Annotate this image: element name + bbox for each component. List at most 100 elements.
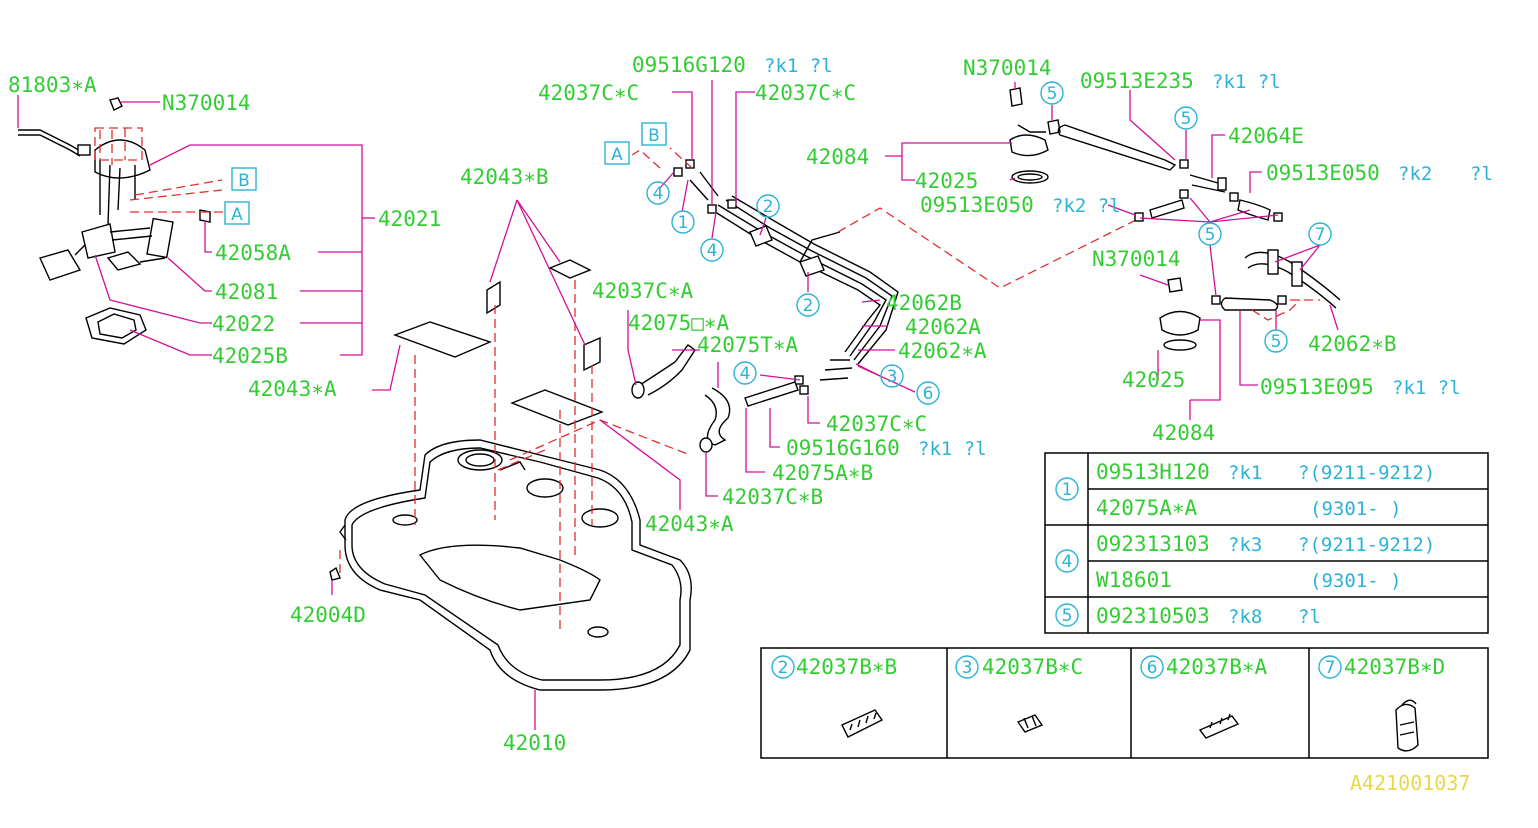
callout-box-B-lines: [641, 122, 667, 146]
note-09513E095: ?k1 ?l: [1392, 377, 1461, 399]
callout-2-a: 2: [763, 197, 774, 217]
callout-3: 3: [887, 367, 898, 387]
heat-pad-left: [392, 321, 492, 358]
label-42004D: 42004D: [290, 603, 366, 627]
label-42021: 42021: [378, 207, 441, 231]
heat-pad-small-2: [548, 259, 592, 279]
table-row-2-range: (9301- ): [1310, 498, 1402, 520]
callout-B-lines-text: B: [648, 126, 660, 146]
table-row-5-part: 092310503: [1096, 604, 1210, 628]
label-N370014-lower: N370014: [1092, 247, 1181, 271]
label-42022: 42022: [212, 312, 275, 336]
label-42084-bottom: 42084: [1152, 421, 1215, 445]
table-row-3-note: ?k3: [1228, 534, 1262, 556]
table-row-4-range: (9301- ): [1310, 570, 1402, 592]
callout-box-A-pump: [224, 201, 250, 225]
heat-pad-mid: [510, 389, 604, 426]
clip-drawing-7: [1395, 703, 1419, 752]
heat-pad-small-3: [583, 336, 601, 372]
note-09516G120: ?k1 ?l: [764, 55, 833, 77]
label-09516G120: 09516G120: [632, 53, 746, 77]
heat-pad-small-1: [486, 280, 501, 315]
note-09513E050-right-2: ?l: [1470, 163, 1493, 185]
clip-drawing-3: [1016, 714, 1044, 733]
label-42037CA: 42037C∗A: [592, 279, 694, 303]
callout-4-a: 4: [653, 184, 664, 204]
table-row-4-part: W18601: [1096, 568, 1172, 592]
note-09516G160: ?k1 ?l: [918, 438, 987, 460]
clip-drawing-2: [841, 709, 884, 738]
label-42064E: 42064E: [1228, 124, 1304, 148]
label-42043A-mid: 42043∗A: [645, 512, 734, 536]
clip-ref-3: 3: [962, 658, 973, 678]
note-09513E050-right: ?k2: [1398, 163, 1432, 185]
table-row-1-part: 09513H120: [1096, 460, 1210, 484]
callouts: B A B A 4 1 4 2 2 4 3 6 5 5 5 7 5: [224, 81, 1332, 405]
filler-hose-drawing: [631, 344, 731, 453]
label-42043B: 42043∗B: [460, 165, 549, 189]
label-42075OA: 42075□∗A: [628, 311, 730, 335]
callout-5-a: 5: [1047, 84, 1058, 104]
table-row-3-range: ?(9211-9212): [1298, 534, 1435, 556]
label-42075AB: 42075A∗B: [772, 461, 873, 485]
table-row-5-note: ?k8: [1228, 606, 1262, 628]
label-42058A: 42058A: [215, 241, 291, 265]
callout-5-b: 5: [1181, 109, 1192, 129]
clip-table: 2 42037B∗B 3 42037B∗C 6 42037B∗A 7 42037…: [760, 647, 1489, 759]
label-42081: 42081: [215, 280, 278, 304]
label-42062sA: 42062∗A: [898, 339, 987, 363]
clip-ref-2: 2: [778, 658, 789, 678]
callout-box-A-lines: [604, 141, 630, 165]
label-09513E050-left: 09513E050: [920, 193, 1034, 217]
callout-1: 1: [678, 213, 689, 233]
table-ref-4: 4: [1062, 552, 1073, 572]
label-42037CB: 42037C∗B: [722, 485, 823, 509]
table-ref-1: 1: [1062, 480, 1073, 500]
label-09513E095: 09513E095: [1260, 375, 1374, 399]
callout-7: 7: [1315, 225, 1326, 245]
callout-5-d: 5: [1271, 332, 1282, 352]
note-09513E050-left: ?k2 ?l: [1052, 195, 1121, 217]
label-N370014-valve: N370014: [963, 56, 1052, 80]
label-42025-bottom: 42025: [1122, 368, 1185, 392]
label-42043A-left: 42043∗A: [248, 377, 337, 401]
table-row-3-part: 092313103: [1096, 532, 1210, 556]
clip-part-42037BA: 42037B∗A: [1166, 655, 1268, 679]
callout-A-lines-text: A: [611, 145, 623, 165]
callout-4-b: 4: [707, 241, 718, 261]
table-row-5-range: ?l: [1298, 606, 1321, 628]
table-row-2-part: 42075A∗A: [1096, 496, 1198, 520]
clip-part-42037BB: 42037B∗B: [796, 655, 897, 679]
label-42062A: 42062A: [905, 315, 981, 339]
callout-5-c: 5: [1205, 225, 1216, 245]
label-42084-top: 42084: [806, 145, 869, 169]
label-81803A: 81803∗A: [8, 73, 97, 97]
clip-part-42037BC: 42037B∗C: [982, 655, 1083, 679]
label-42025B: 42025B: [212, 344, 288, 368]
table-row-1-range: ?(9211-9212): [1298, 462, 1435, 484]
label-42025-top: 42025: [915, 169, 978, 193]
table-row-1-note: ?k1: [1228, 462, 1262, 484]
callout-2-b: 2: [803, 296, 814, 316]
label-09513E050-right: 09513E050: [1266, 161, 1380, 185]
label-42062sB: 42062∗B: [1308, 332, 1397, 356]
vent-valve-drawing: [1009, 87, 1341, 351]
label-42075TA: 42075T∗A: [697, 333, 799, 357]
label-42062B: 42062B: [886, 291, 962, 315]
fuel-tank-drawing: [329, 439, 692, 691]
callout-4-c: 4: [740, 364, 751, 384]
clip-ref-6: 6: [1147, 658, 1158, 678]
supersession-table: 1 4 5 09513H120 ?k1 ?(9211-9212) 42075A∗…: [1044, 452, 1489, 634]
clip-part-42037BD: 42037B∗D: [1344, 655, 1445, 679]
label-09516G160: 09516G160: [786, 436, 900, 460]
table-ref-5: 5: [1062, 606, 1073, 626]
callout-B-pump-text: B: [238, 171, 250, 191]
part-number-labels: 81803∗A N370014 42021 42058A 42081 42022…: [8, 53, 1493, 755]
callout-box-B-pump: [231, 167, 257, 191]
callout-A-pump-text: A: [231, 205, 243, 225]
clip-ref-7: 7: [1325, 658, 1336, 678]
label-42010: 42010: [503, 731, 566, 755]
fuel-lines-drawing: [673, 159, 899, 407]
label-N370014-pump: N370014: [162, 91, 251, 115]
